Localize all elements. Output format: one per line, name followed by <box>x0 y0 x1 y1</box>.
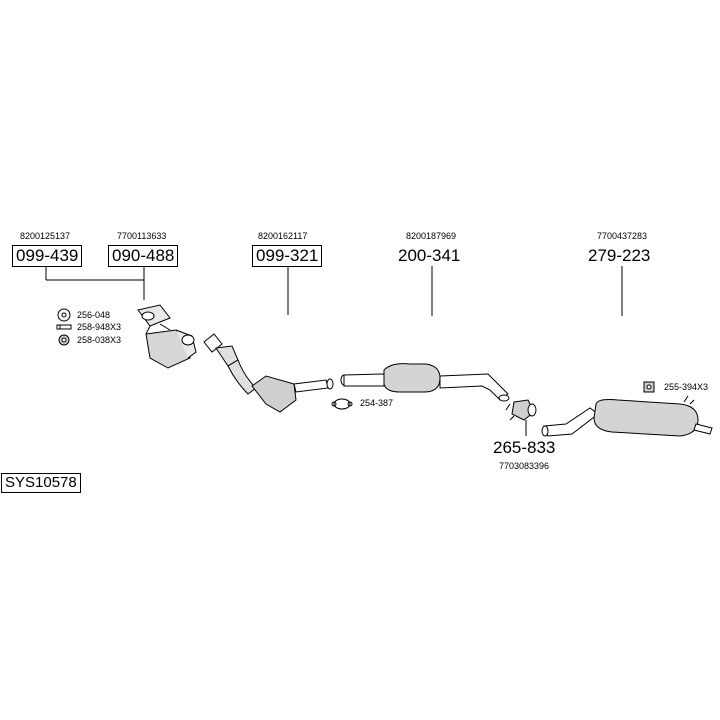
oe-number-099-321: 8200162117 <box>258 231 308 241</box>
part-number-279-223[interactable]: 279-223 <box>588 246 651 265</box>
centre-silencer-drawing <box>340 363 510 402</box>
oe-number-090-488: 7700113633 <box>117 231 167 241</box>
hardware-label-254-387[interactable]: 254-387 <box>360 398 394 408</box>
oe-number-200-341: 8200187969 <box>406 231 457 241</box>
hardware-label-255-394X3[interactable]: 255-394X3 <box>664 382 709 392</box>
oe-number-265-833: 7703083396 <box>499 461 550 471</box>
front-pipe-catalyst-drawing <box>203 333 334 413</box>
hardware-label-258-038X3[interactable]: 258-038X3 <box>77 335 122 345</box>
part-number-090-488[interactable]: 090-488 <box>108 245 179 267</box>
front-catalyst-drawing <box>137 304 197 369</box>
oe-number-279-223: 7700437283 <box>597 231 648 241</box>
part-number-265-833[interactable]: 265-833 <box>493 438 556 457</box>
gasket-254-387-drawing <box>331 398 353 410</box>
part-number-200-341[interactable]: 200-341 <box>398 246 461 265</box>
clamp-265-833-drawing <box>505 399 537 421</box>
rear-silencer-drawing <box>541 395 713 437</box>
hardware-icons <box>56 308 655 393</box>
part-number-099-321[interactable]: 099-321 <box>252 245 323 267</box>
bolt-icon <box>56 324 72 330</box>
hardware-label-256-048[interactable]: 256-048 <box>77 310 111 320</box>
oe-number-099-439: 8200125137 <box>20 231 71 241</box>
hardware-label-258-948X3[interactable]: 258-948X3 <box>77 322 122 332</box>
part-number-099-439[interactable]: 099-439 <box>12 245 83 267</box>
system-code-label: SYS10578 <box>1 473 81 493</box>
